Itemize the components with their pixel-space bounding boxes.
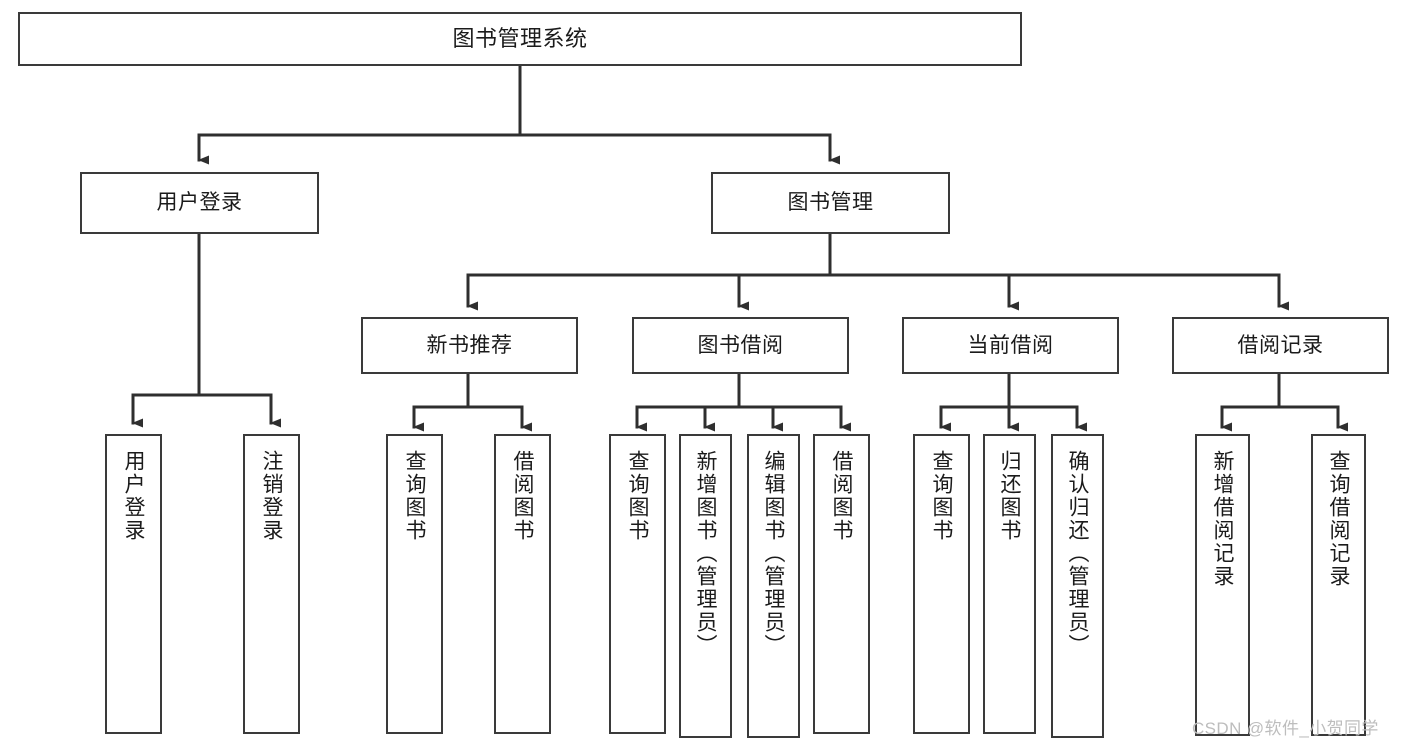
csdn-watermark: CSDN @软件_小贺同学 <box>1192 719 1379 738</box>
node-book-manage[interactable]: 图书管理 <box>711 172 950 234</box>
leaf-add-book-admin[interactable]: 新增图书（管理员） <box>679 434 732 738</box>
node-user-login[interactable]: 用户登录 <box>80 172 319 234</box>
node-label: 借阅图书 <box>511 450 534 542</box>
node-new-book-recommend[interactable]: 新书推荐 <box>361 317 578 374</box>
node-label: 注销登录 <box>260 450 283 542</box>
node-label: 新增借阅记录 <box>1211 450 1234 588</box>
node-label: 查询借阅记录 <box>1327 450 1350 588</box>
node-label: 查询图书 <box>626 450 649 542</box>
node-current-borrow[interactable]: 当前借阅 <box>902 317 1119 374</box>
leaf-add-borrow-record[interactable]: 新增借阅记录 <box>1195 434 1250 736</box>
leaf-confirm-return-admin[interactable]: 确认归还（管理员） <box>1051 434 1104 738</box>
node-book-borrow[interactable]: 图书借阅 <box>632 317 849 374</box>
node-label: 新书推荐 <box>426 333 513 357</box>
node-label: 编辑图书（管理员） <box>762 450 785 657</box>
node-label: 查询图书 <box>403 450 426 542</box>
leaf-query-book-current[interactable]: 查询图书 <box>913 434 970 734</box>
leaf-borrow-book-new-rec[interactable]: 借阅图书 <box>494 434 551 734</box>
leaf-logout-login[interactable]: 注销登录 <box>243 434 300 734</box>
leaf-query-book-borrow[interactable]: 查询图书 <box>609 434 666 734</box>
node-label: 确认归还（管理员） <box>1066 450 1089 657</box>
leaf-return-book[interactable]: 归还图书 <box>983 434 1036 734</box>
node-label: 图书管理 <box>787 191 874 215</box>
leaf-query-book-new-rec[interactable]: 查询图书 <box>386 434 443 734</box>
leaf-query-borrow-record[interactable]: 查询借阅记录 <box>1311 434 1366 736</box>
node-borrow-record[interactable]: 借阅记录 <box>1172 317 1389 374</box>
node-root-system[interactable]: 图书管理系统 <box>18 12 1022 66</box>
node-label: 归还图书 <box>998 450 1021 542</box>
leaf-borrow-book-borrow[interactable]: 借阅图书 <box>813 434 870 734</box>
node-label: 新增图书（管理员） <box>694 450 717 657</box>
node-label: 借阅记录 <box>1237 333 1324 357</box>
node-label: 图书借阅 <box>697 333 784 357</box>
node-label: 用户登录 <box>122 450 145 542</box>
node-label: 借阅图书 <box>830 450 853 542</box>
node-label: 图书管理系统 <box>452 25 588 51</box>
node-label: 查询图书 <box>930 450 953 542</box>
leaf-user-login[interactable]: 用户登录 <box>105 434 162 734</box>
node-label: 当前借阅 <box>967 333 1054 357</box>
node-label: 用户登录 <box>156 191 243 215</box>
leaf-edit-book-admin[interactable]: 编辑图书（管理员） <box>747 434 800 738</box>
